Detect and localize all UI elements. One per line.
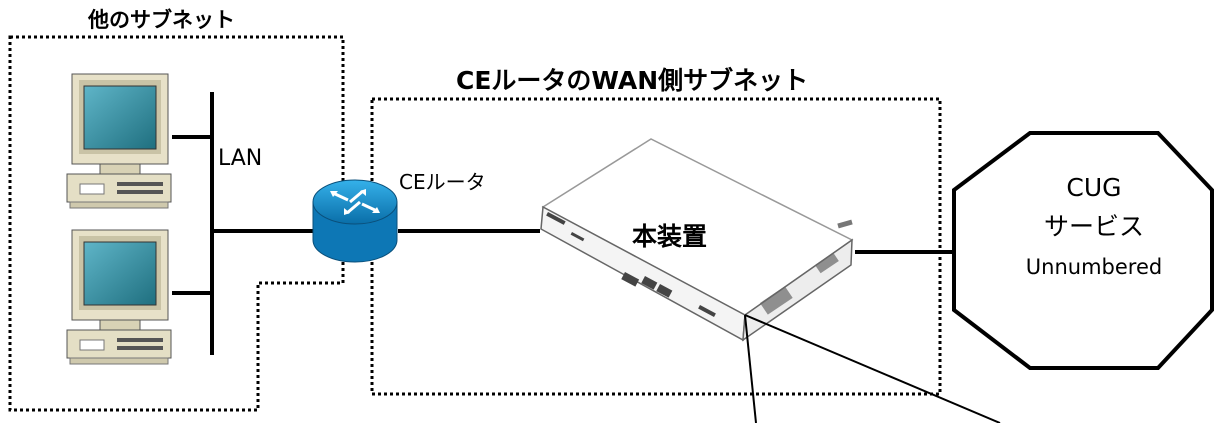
cug-service-cloud: [952, 131, 1214, 370]
network-appliance-icon: [540, 138, 854, 342]
router-icon: [312, 179, 398, 263]
callout-line-right: [744, 314, 1001, 423]
device-label: 本装置: [632, 222, 708, 251]
cug-service-label: サービス: [1043, 212, 1144, 241]
cug-label: CUG: [1066, 173, 1122, 202]
lan-label: LAN: [218, 146, 263, 171]
cug-unnumbered-label: Unnumbered: [1025, 255, 1163, 279]
wan-subnet-title: CEルータのWAN側サブネット: [456, 66, 809, 95]
other-subnet-title: 他のサブネット: [88, 8, 235, 32]
ce-router-label: CEルータ: [399, 170, 486, 194]
other-subnet-boundary: [8, 35, 345, 412]
pc-2-icon: [66, 229, 172, 365]
callout-line-left: [744, 314, 757, 423]
pc-1-icon: [66, 73, 172, 209]
